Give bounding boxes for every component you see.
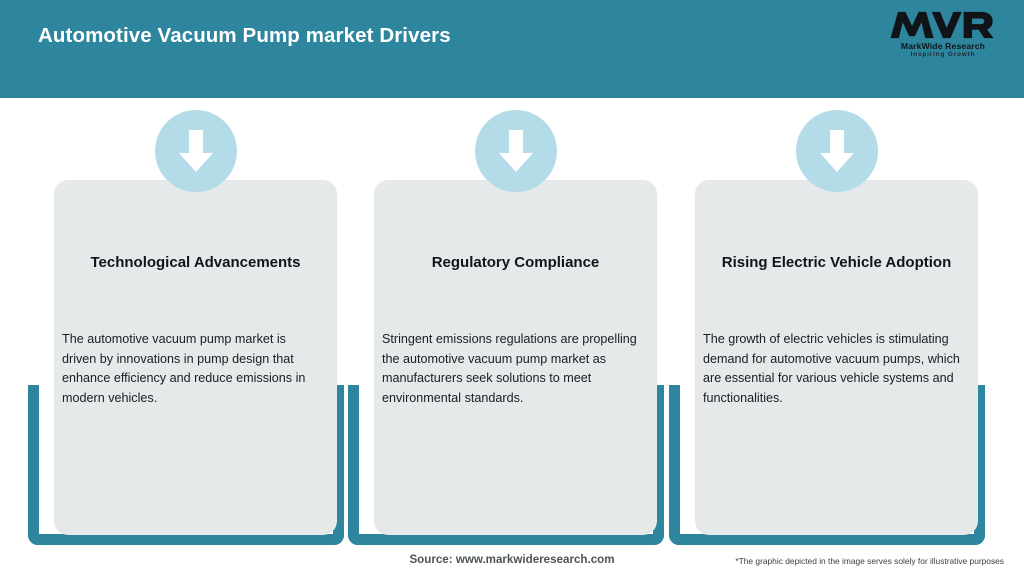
card-bracket-accent [669,385,985,545]
driver-card-1[interactable]: Technological Advancements The automotiv… [28,98,344,548]
down-arrow-icon [795,110,878,192]
down-arrow-icon [154,110,237,192]
card-bracket-accent [28,385,344,545]
card-body-text: The growth of electric vehicles is stimu… [703,332,960,405]
card-bracket-accent [348,385,664,545]
driver-card-2[interactable]: Regulatory Compliance Stringent emission… [348,98,664,548]
drivers-card-group: Technological Advancements The automotiv… [0,98,1024,548]
down-arrow-glyph [498,130,533,172]
card-surface[interactable]: Regulatory Compliance Stringent emission… [374,110,657,535]
mwr-logo-icon [890,11,994,39]
down-arrow-glyph [178,130,213,172]
card-body-text: The automotive vacuum pump market is dri… [62,332,306,405]
source-label: Source: www.markwideresearch.com [409,553,615,566]
logo-company-name: MarkWide Research [900,41,986,51]
card-title: Rising Electric Vehicle Adoption [721,254,952,271]
card-surface[interactable]: Rising Electric Vehicle Adoption The gro… [695,110,978,535]
card-title: Technological Advancements [90,254,301,271]
disclaimer-note: *The graphic depicted in the image serve… [735,556,1004,566]
company-logo: MarkWide Research Inspiring Growth [884,10,1002,64]
card-body-text: Stringent emissions regulations are prop… [382,332,637,405]
header-banner: Automotive Vacuum Pump market Drivers Ma… [0,0,1024,98]
down-arrow-icon [474,110,557,192]
page-title: Automotive Vacuum Pump market Drivers [38,24,451,47]
down-arrow-glyph [819,130,854,172]
card-surface[interactable]: Technological Advancements The automotiv… [54,110,337,535]
logo-tagline: Inspiring Growth [910,51,976,58]
driver-card-3[interactable]: Rising Electric Vehicle Adoption The gro… [669,98,985,548]
card-title: Regulatory Compliance [431,254,600,271]
